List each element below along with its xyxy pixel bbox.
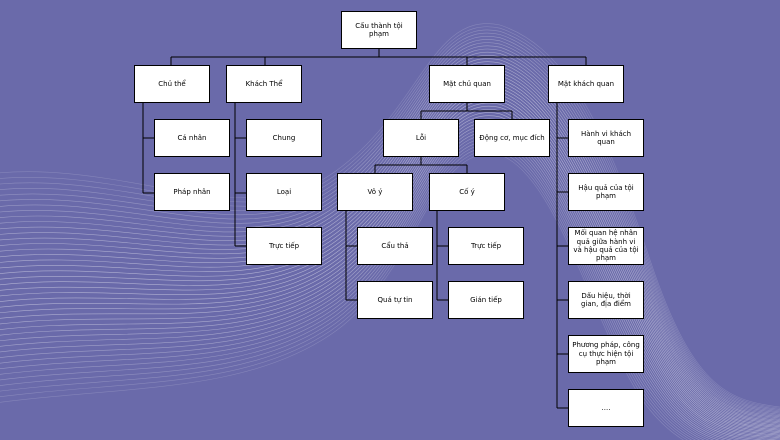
background-wave-line — [0, 102, 780, 439]
background-wave-line — [0, 45, 780, 416]
node-ca-nhan: Cá nhân — [154, 119, 230, 157]
node-mat-chu-quan: Mặt chủ quan — [429, 65, 505, 103]
node-vo-y: Vô ý — [337, 173, 413, 211]
node-gian-tiep: Gián tiếp — [448, 281, 524, 319]
node-chu-the: Chủ thể — [134, 65, 210, 103]
node-khach-the: Khách Thể — [226, 65, 302, 103]
node-hau-qua: Hậu quả của tội phạm — [568, 173, 644, 211]
background-wave-line — [0, 105, 780, 440]
node-co-y: Cố ý — [429, 173, 505, 211]
background-wave-line — [0, 115, 753, 440]
node-loai: Loại — [246, 173, 322, 211]
node-phap-nhan: Pháp nhân — [154, 173, 230, 211]
background-wave-line — [0, 61, 780, 423]
node-cau-tha: Cẩu thả — [357, 227, 433, 265]
background-wave-line — [0, 35, 780, 413]
background-wave-line — [0, 58, 780, 421]
node-moi-quan-he-nhan-qua: Mối quan hệ nhân quả giữa hành vi và hậu… — [568, 227, 644, 265]
node-phuong-phap-cong-cu: Phương pháp, công cụ thực hiện tội phạm — [568, 335, 644, 373]
background-wave-line — [0, 55, 780, 420]
node-mat-khach-quan: Mặt khách quan — [548, 65, 624, 103]
background-wave-line — [0, 39, 780, 414]
background-wave-line — [0, 112, 767, 440]
node-chung: Chung — [246, 119, 322, 157]
node-qua-tu-tin: Quá tự tin — [357, 281, 433, 319]
node-hanh-vi-khach-quan: Hành vi khách quan — [568, 119, 644, 157]
node-loi: Lỗi — [383, 119, 459, 157]
background-wave-line — [0, 64, 780, 424]
background-wave-line — [0, 109, 780, 440]
node-dong-co-muc-dich: Động cơ, mục đích — [474, 119, 550, 157]
node-ellipsis: .... — [568, 389, 644, 427]
node-truc-tiep-khach-the: Trực tiếp — [246, 227, 322, 265]
node-cau-thanh-toi-pham: Cấu thành tội phạm — [341, 11, 417, 49]
node-dau-hieu-thoi-gian-dia-diem: Dấu hiệu, thời gian, địa điểm — [568, 281, 644, 319]
background-wave-line — [0, 42, 780, 415]
background-wave-line — [0, 48, 780, 418]
background-wave-line — [0, 51, 780, 419]
node-truc-tiep-co-y: Trực tiếp — [448, 227, 524, 265]
